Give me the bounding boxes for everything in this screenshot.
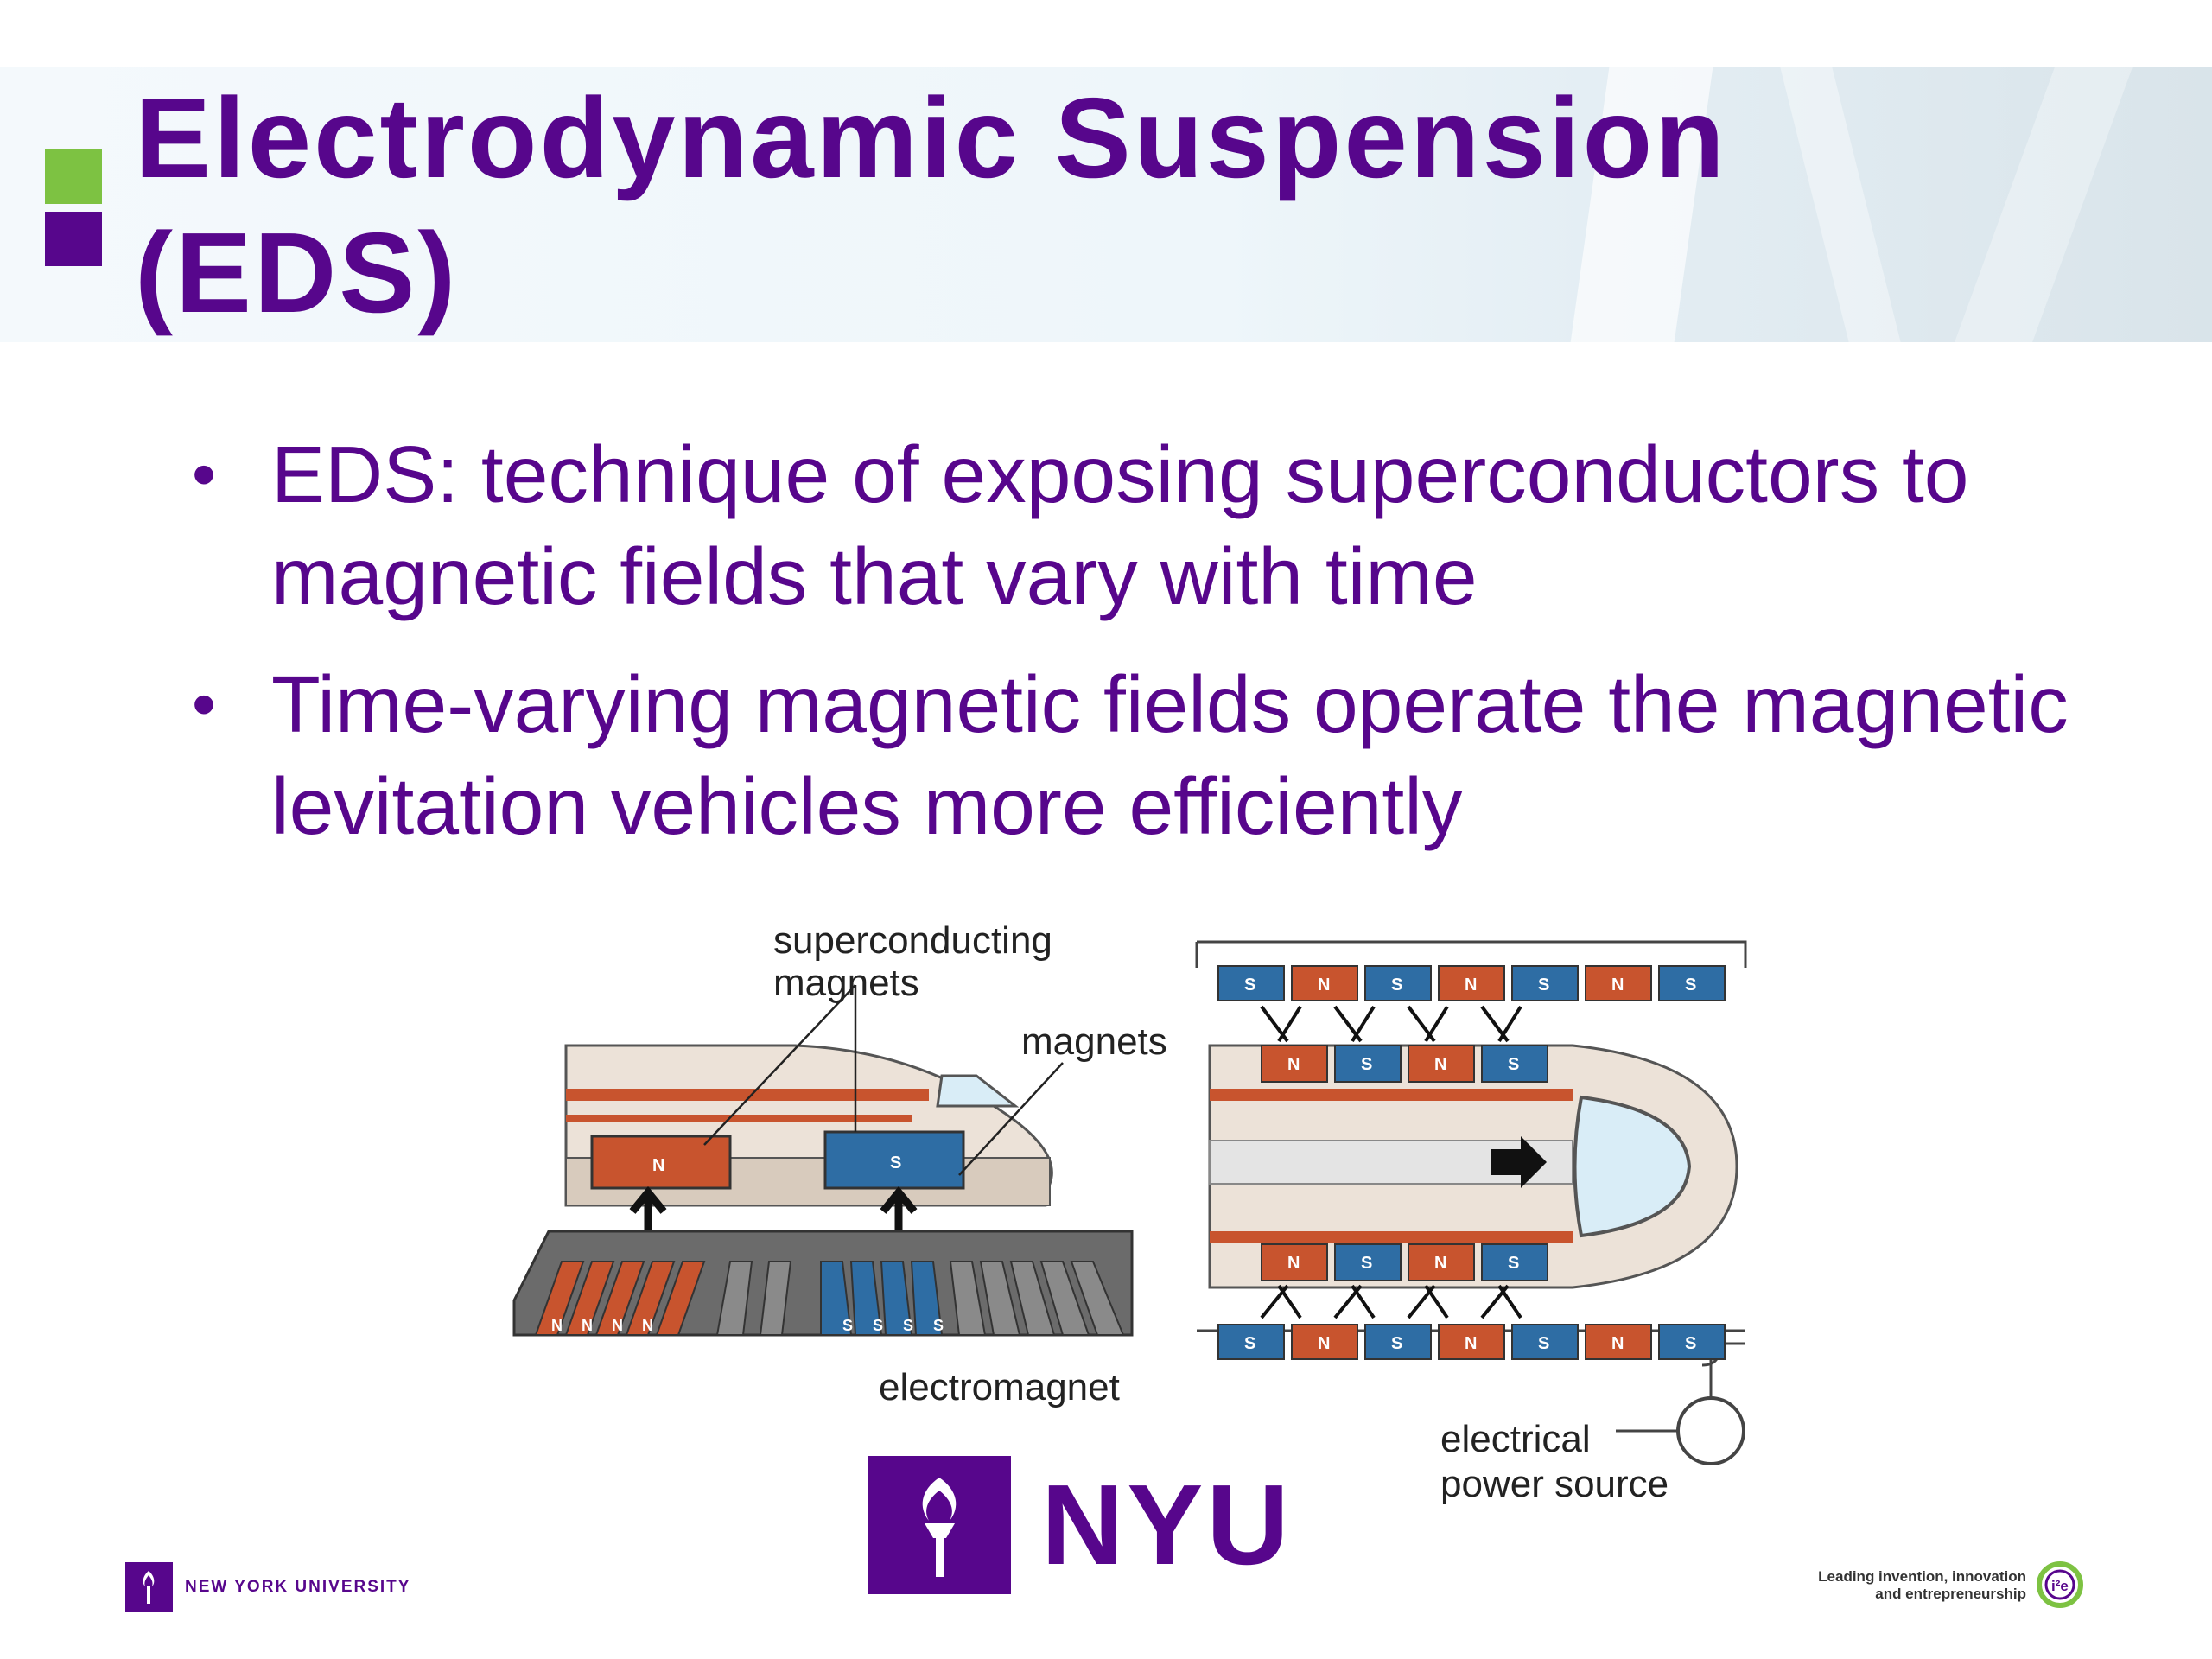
pole-label: N [1434, 1254, 1446, 1273]
pole-label: N [1465, 976, 1477, 995]
title-line-1: Electrodynamic Suspension [135, 74, 1727, 201]
pole-label: S [1508, 1254, 1519, 1273]
leader-lines [703, 984, 1064, 1176]
accent-square-purple [45, 212, 102, 266]
train-stripe [566, 1115, 912, 1122]
pole-label: N [1434, 1055, 1446, 1074]
header-band [0, 67, 2212, 342]
pole-row-bottom: S N S N S N S [1217, 1324, 1726, 1360]
pole-row-vehicle-upper: N S N S [1261, 1045, 1548, 1083]
bullet-dot-icon: • [192, 665, 217, 742]
i2e-logo-text: i²e [2051, 1578, 2069, 1594]
tagline-line-1: Leading invention, innovation [1818, 1568, 2026, 1585]
pole-label: S [1391, 1334, 1402, 1353]
vehicle-top-view [1208, 1044, 1738, 1289]
pole-label: N [1318, 1334, 1330, 1353]
rail-pole-label: N [612, 1317, 623, 1334]
nyu-torch-logo [868, 1456, 1011, 1594]
bullet-list: • EDS: technique of exposing superconduct… [192, 423, 2119, 883]
pole-label: S [1685, 1334, 1696, 1353]
bullet-item: • Time-varying magnetic fields operate th… [192, 653, 2119, 857]
superconducting-magnet-s: S [823, 1130, 965, 1190]
rail-pole-label: S [903, 1317, 913, 1334]
pole-row-vehicle-lower: N S N S [1261, 1243, 1548, 1281]
label-superconducting-line1: superconducting [773, 919, 1052, 962]
university-name: NEW YORK UNIVERSITY [185, 1578, 411, 1596]
nyu-logo-text: NYU [1041, 1461, 1293, 1588]
magnet-pole-label: S [890, 1154, 901, 1173]
label-superconducting-line2: magnets [773, 962, 919, 1004]
pole-label: S [1244, 976, 1255, 995]
tagline: Leading invention, innovation and entrep… [1780, 1568, 2026, 1603]
bullet-text: Time-varying magnetic fields operate the… [271, 659, 2069, 851]
label-power-line2: power source [1440, 1463, 1669, 1505]
pole-label: N [1287, 1055, 1300, 1074]
accent-square-green [45, 149, 102, 204]
bullet-dot-icon: • [192, 435, 217, 512]
pole-label: S [1538, 1334, 1549, 1353]
eds-diagram-svg: N S [512, 919, 1747, 1505]
pole-label: N [1611, 976, 1624, 995]
pole-label: N [1611, 1334, 1624, 1353]
rail-pole-label: N [551, 1317, 563, 1334]
pole-row-top: S N S N S N S [1217, 965, 1726, 1001]
label-power-line1: electrical [1440, 1418, 1591, 1460]
slide-title: Electrodynamic Suspension (EDS) [135, 71, 2191, 340]
i2e-logo-icon: i²e [2036, 1560, 2084, 1609]
pole-label: S [1538, 976, 1549, 995]
bullet-item: • EDS: technique of exposing superconduct… [192, 423, 2119, 627]
pole-label: S [1244, 1334, 1255, 1353]
superconducting-magnet-n: N [590, 1135, 732, 1190]
field-arrows [1260, 1005, 1522, 1319]
torch-icon [922, 1478, 957, 1577]
train-window [936, 1074, 1020, 1108]
label-electromagnet: electromagnet [879, 1366, 1120, 1408]
rail-pole-label: N [642, 1317, 653, 1334]
bullet-text: EDS: technique of exposing superconducto… [271, 429, 1969, 621]
train-stripe [566, 1089, 929, 1101]
vehicle-window [1573, 1095, 1692, 1238]
tagline-line-2: and entrepreneurship [1875, 1586, 2026, 1602]
pole-label: N [1318, 976, 1330, 995]
pole-label: N [1465, 1334, 1477, 1353]
rail-pole-label: S [842, 1317, 853, 1334]
pole-label: S [1685, 976, 1696, 995]
rail-pole-label: S [873, 1317, 883, 1334]
rail-electromagnet: N N N N S S S S [512, 1230, 1134, 1337]
magnet-pole-label: N [652, 1156, 664, 1175]
pole-label: S [1361, 1254, 1372, 1273]
nyu-footer-torch-icon [125, 1562, 173, 1612]
rail-pole-label: N [582, 1317, 593, 1334]
pole-label: S [1361, 1055, 1372, 1074]
pole-label: S [1391, 976, 1402, 995]
label-magnets: magnets [1021, 1020, 1167, 1063]
title-line-2: (EDS) [135, 209, 459, 336]
pole-label: N [1287, 1254, 1300, 1273]
eds-diagram: N S [510, 899, 1754, 1521]
rail-pole-label: S [933, 1317, 944, 1334]
pole-label: S [1508, 1055, 1519, 1074]
direction-arrow-icon [1491, 1136, 1547, 1188]
